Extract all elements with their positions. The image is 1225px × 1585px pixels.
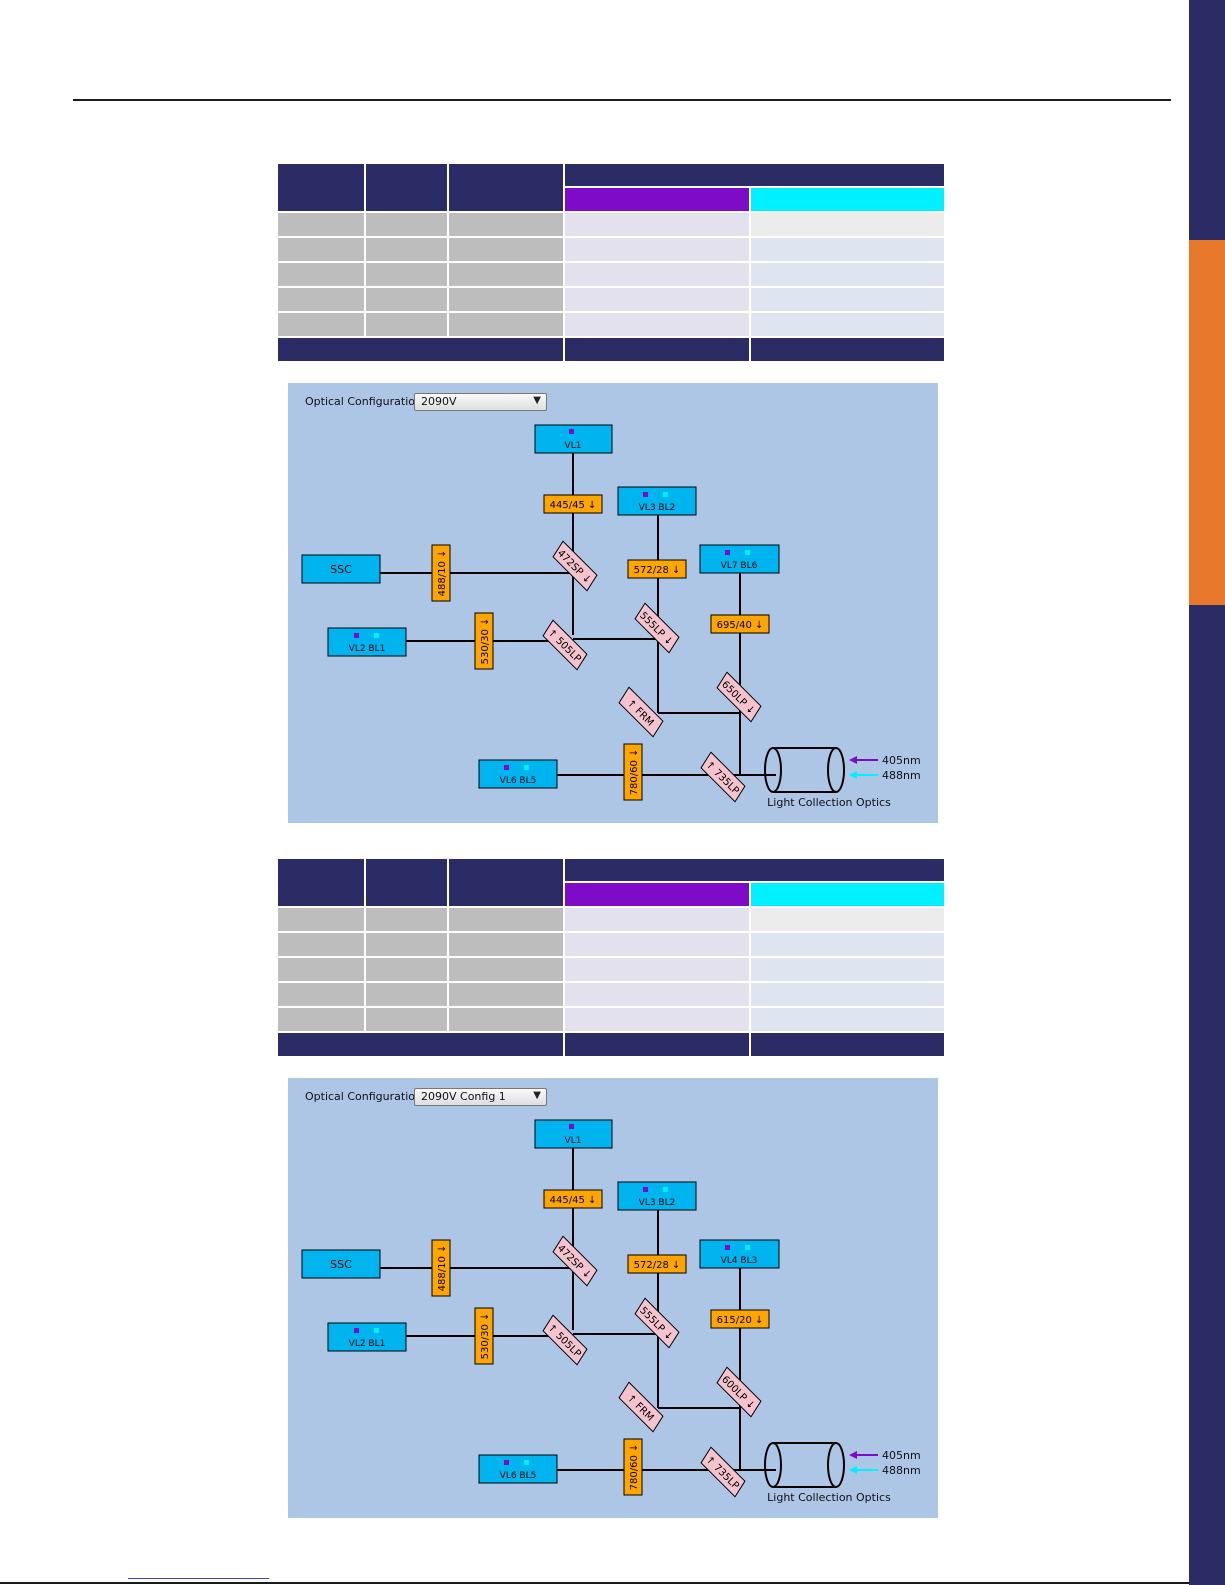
detector-vl6: VL6 BL5 [478,759,558,789]
detector-vl4: VL4 BL3 [699,1239,780,1269]
detector-vl7: VL7 BL6 [699,544,780,574]
table-header-violet-laser [565,883,749,906]
detector-label: VL2 BL1 [349,644,386,654]
laser-405-arrow-icon: 405nm [849,754,921,767]
config-label: Optical Configuration: [305,395,426,408]
filter-label: 780/60 ↓ [629,749,640,796]
config-dropdown-value: 2090V Config 1 [421,1090,506,1103]
laser-488-arrow-icon: 488nm [849,1464,921,1477]
filter-label: 488/10 ↓ [437,1245,448,1292]
filter-label: 445/45 ↓ [550,500,597,511]
mirror-505lp: ↑ 505LP [542,1314,588,1366]
filter-445: 445/45 ↓ [543,1189,603,1209]
light-collection-optics [764,1442,845,1488]
optical-diagram-2: Optical Configuration: 2090V Config 1 ▼ … [288,1078,938,1518]
table-header-lasers [565,164,944,186]
filter-table-2 [278,859,944,1059]
filter-label: 572/28 ↓ [634,1260,681,1271]
config-dropdown[interactable]: 2090V Config 1 ▼ [414,1088,547,1106]
laser-405-label: 405nm [882,1449,921,1462]
optics-label: Light Collection Optics [767,796,891,809]
mirror-472sp: 472SP ↓ [552,1235,598,1287]
table-header-blue-laser [751,188,944,211]
filter-label: 572/28 ↓ [634,565,681,576]
mirror-505lp: ↑ 505LP [542,619,588,671]
filter-530: 530/30 ↓ [474,1307,494,1365]
detector-vl3: VL3 BL2 [617,1181,697,1211]
detector-label: VL6 BL5 [500,776,537,786]
table-header-col-3 [449,859,563,906]
detector-label: VL3 BL2 [639,1198,676,1208]
header-rule [73,99,1171,101]
detector-label: VL1 [565,441,582,451]
optical-path-svg: VL1 VL3 BL2 VL4 BL3 SSC VL2 BL1 [301,1119,921,1504]
dropdown-chevron-icon[interactable]: ▼ [533,1090,541,1101]
detector-vl2: VL2 BL1 [327,1322,407,1352]
table-header-blue-laser [751,883,944,906]
table-header-col-2 [366,859,447,906]
filter-label: 695/40 ↓ [717,620,764,631]
table-header-col-2 [366,164,447,211]
detector-label: VL7 BL6 [721,561,758,571]
config-label: Optical Configuration: [305,1090,426,1103]
detector-label: VL3 BL2 [639,503,676,513]
table-header-violet-laser [565,188,749,211]
filter-530: 530/30 ↓ [474,612,494,670]
detector-label: SSC [330,1258,352,1271]
table-header-col-1 [278,164,364,211]
optical-path-svg: VL1 VL3 BL2 VL7 BL6 SSC VL2 BL1 [301,424,921,809]
detector-ssc: SSC [301,554,381,584]
config-dropdown-value: 2090V [421,395,457,408]
footer-link-underline[interactable] [128,1578,269,1579]
detector-vl6: VL6 BL5 [478,1454,558,1484]
config-dropdown[interactable]: 2090V ▼ [414,393,547,411]
optics-label: Light Collection Optics [767,1491,891,1504]
light-collection-optics [764,747,845,793]
table-header-lasers [565,859,944,881]
detector-vl2: VL2 BL1 [327,627,407,657]
laser-405-label: 405nm [882,754,921,767]
optical-diagram-1: Optical Configuration: 2090V ▼ VL1 VL3 B… [288,383,938,823]
table-header-col-3 [449,164,563,211]
filter-780: 780/60 ↓ [623,1438,643,1496]
table-header-col-1 [278,859,364,906]
filter-label: 530/30 ↓ [480,618,491,665]
filter-572: 572/28 ↓ [627,1254,687,1274]
dropdown-chevron-icon[interactable]: ▼ [533,395,541,406]
filter-695: 695/40 ↓ [710,614,770,634]
laser-488-label: 488nm [882,769,921,782]
sidebar-section-tab[interactable] [1189,240,1225,605]
detector-label: VL4 BL3 [721,1256,758,1266]
filter-488: 488/10 ↓ [431,544,451,602]
filter-445: 445/45 ↓ [543,494,603,514]
filter-615: 615/20 ↓ [710,1309,770,1329]
filter-label: 488/10 ↓ [437,550,448,597]
detector-label: VL1 [565,1136,582,1146]
detector-vl1: VL1 [534,1119,613,1149]
sidebar-strip [1189,0,1225,1585]
filter-572: 572/28 ↓ [627,559,687,579]
filter-label: 780/60 ↓ [629,1444,640,1491]
footer-rule [0,1582,1189,1584]
filter-488: 488/10 ↓ [431,1239,451,1297]
detector-vl3: VL3 BL2 [617,486,697,516]
detector-label: VL2 BL1 [349,1339,386,1349]
laser-405-arrow-icon: 405nm [849,1449,921,1462]
detector-vl1: VL1 [534,424,613,454]
detector-label: VL6 BL5 [500,1471,537,1481]
filter-label: 615/20 ↓ [717,1315,764,1326]
laser-488-arrow-icon: 488nm [849,769,921,782]
detector-label: SSC [330,563,352,576]
filter-780: 780/60 ↓ [623,743,643,801]
laser-488-label: 488nm [882,1464,921,1477]
detector-ssc: SSC [301,1249,381,1279]
filter-label: 445/45 ↓ [550,1195,597,1206]
mirror-472sp: 472SP ↓ [552,540,598,592]
filter-table-1 [278,164,944,364]
filter-label: 530/30 ↓ [480,1313,491,1360]
